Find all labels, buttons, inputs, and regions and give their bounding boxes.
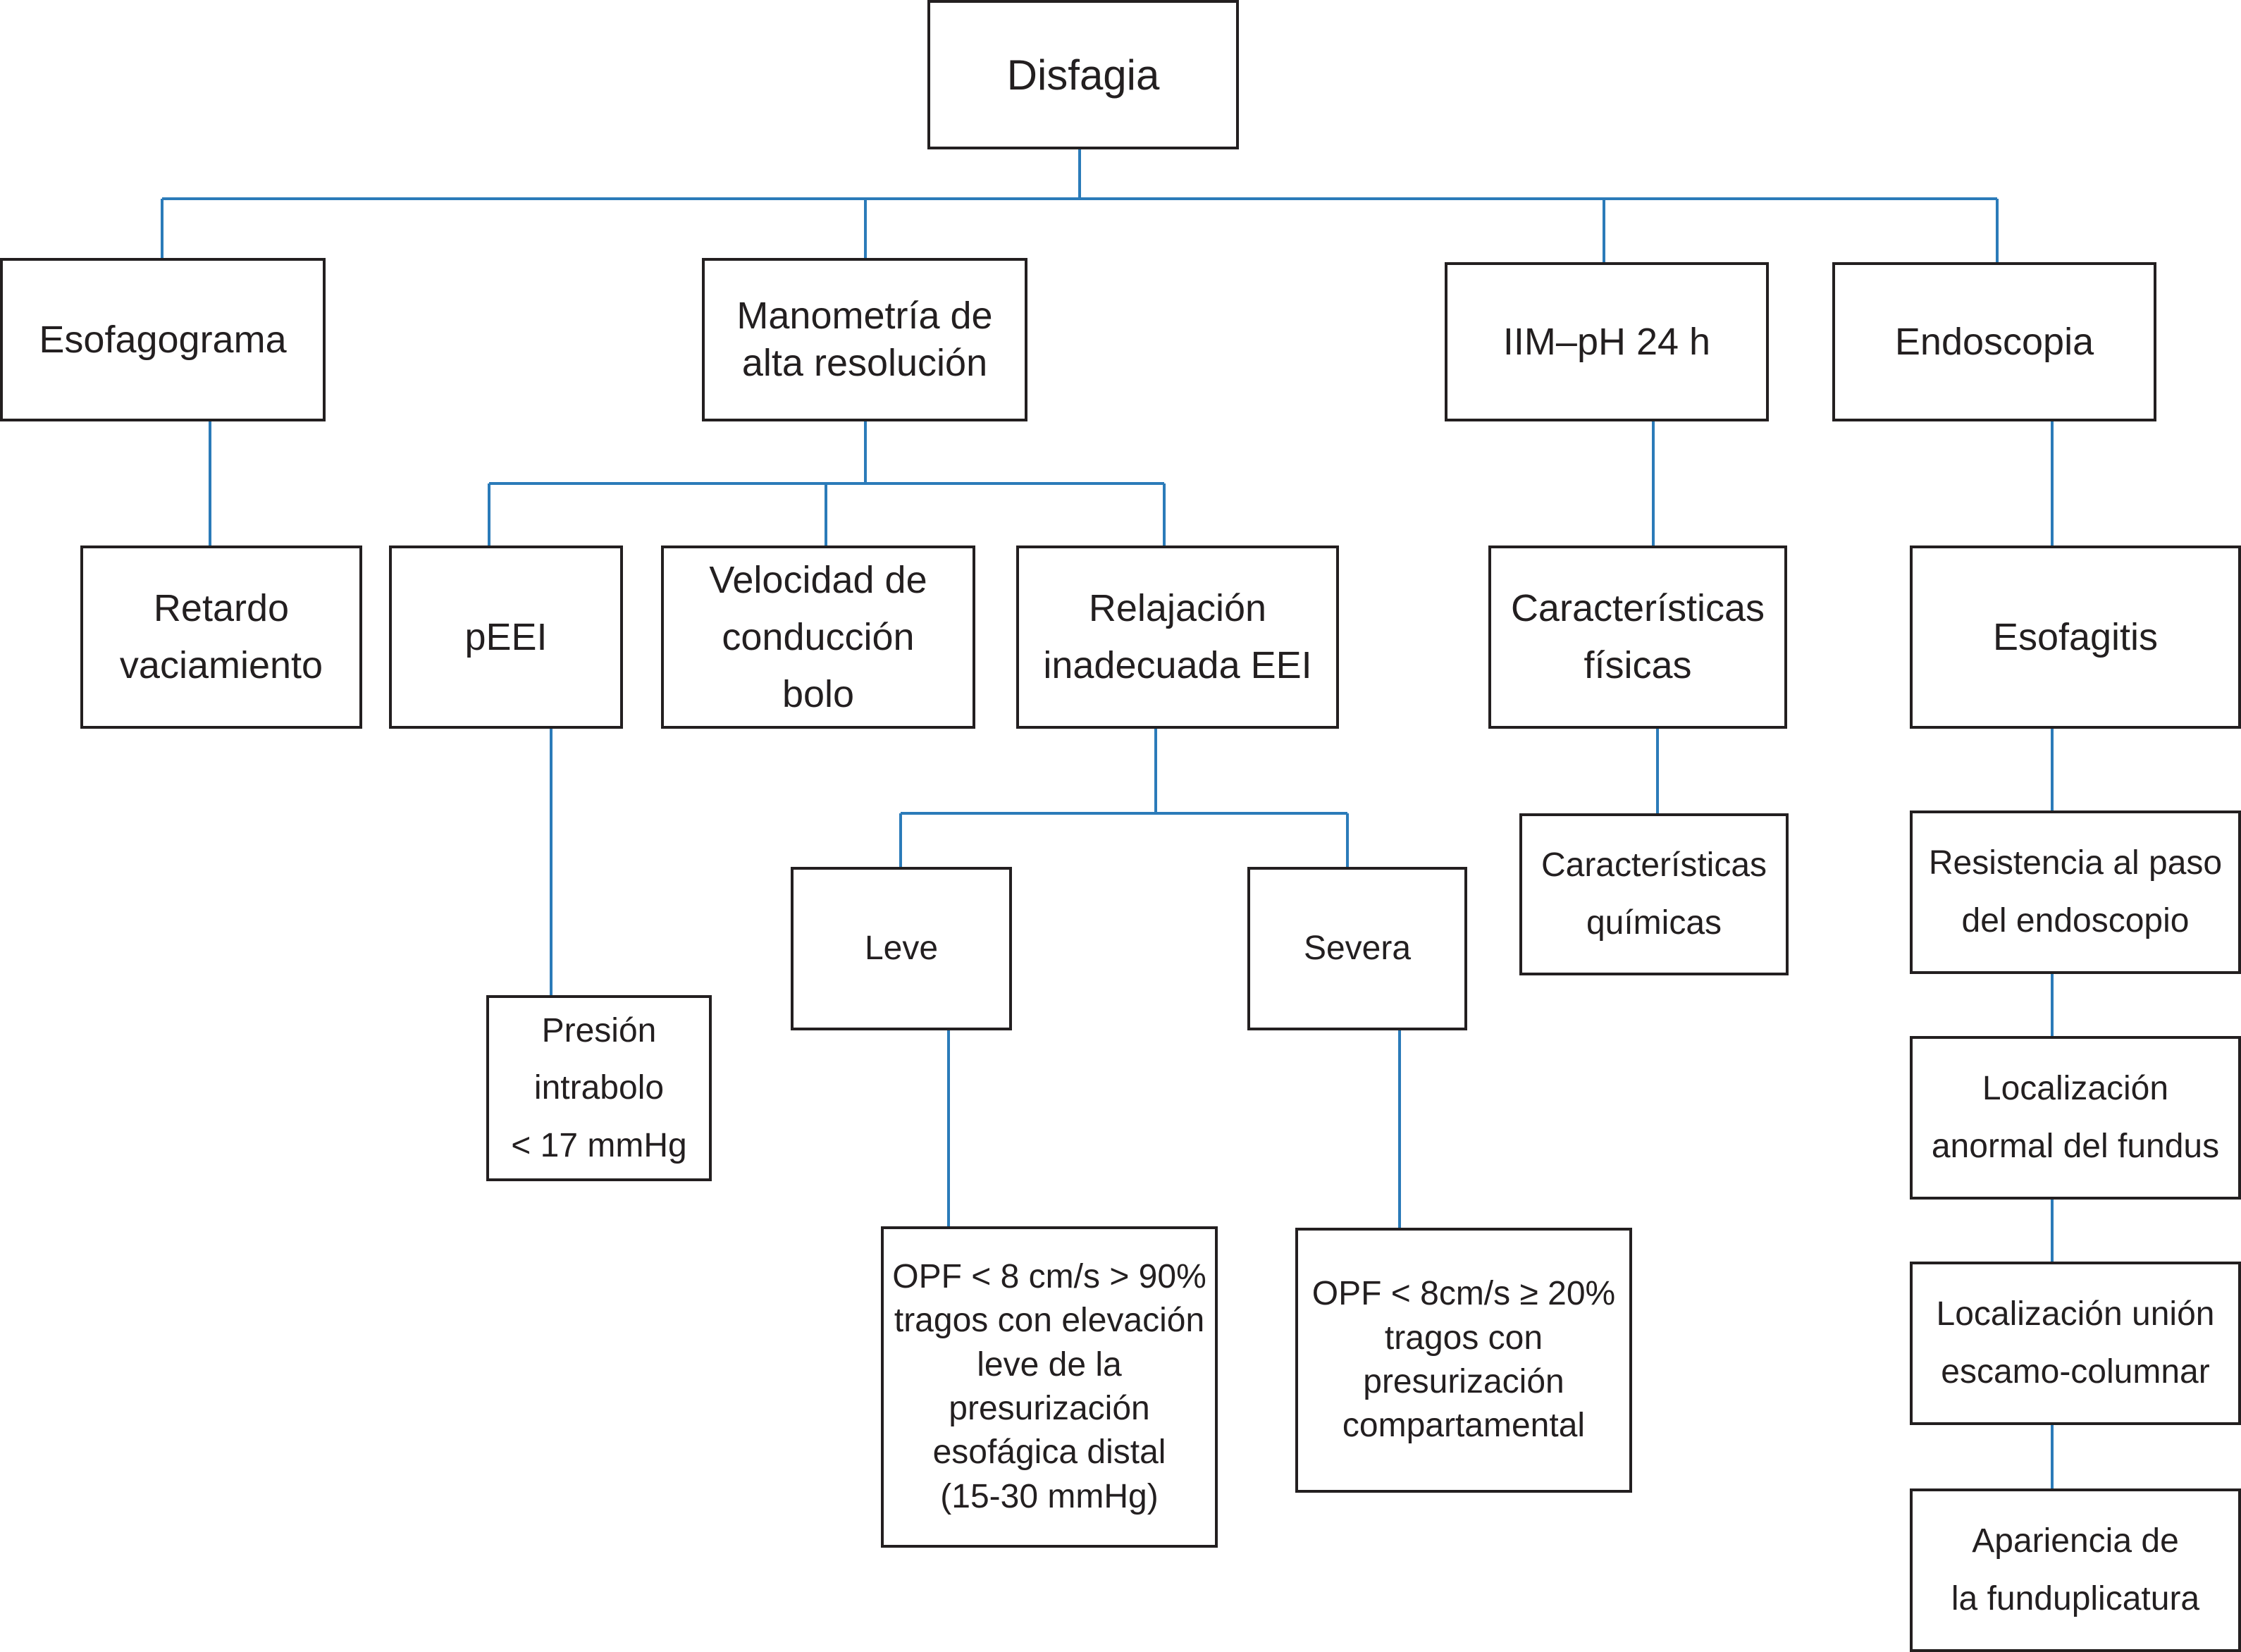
node-relajacion-inadecuada: Relajación inadecuada EEI <box>1016 545 1339 729</box>
node-resistencia-endoscopio: Resistencia al paso del endoscopio <box>1910 810 2241 974</box>
node-caracteristicas-quimicas: Características químicas <box>1519 813 1789 975</box>
node-retardo-vaciamiento: Retardo vaciamiento <box>80 545 362 729</box>
node-endoscopia: Endoscopia <box>1832 262 2156 421</box>
node-manometria: Manometría de alta resolución <box>702 258 1027 421</box>
node-iim-ph: IIM–pH 24 h <box>1445 262 1769 421</box>
node-leve-detalle: OPF < 8 cm/s > 90% tragos con elevación … <box>881 1226 1218 1548</box>
node-apariencia-funduplicatura: Apariencia de la funduplicatura <box>1910 1488 2241 1652</box>
node-esofagitis: Esofagitis <box>1910 545 2241 729</box>
node-velocidad-conduccion: Velocidad de conducción bolo <box>661 545 975 729</box>
node-peei: pEEI <box>389 545 623 729</box>
node-esofagograma: Esofagograma <box>0 258 326 421</box>
node-localizacion-fundus: Localización anormal del fundus <box>1910 1036 2241 1200</box>
node-disfagia: Disfagia <box>927 0 1239 149</box>
node-severa: Severa <box>1247 867 1467 1030</box>
node-caracteristicas-fisicas: Características físicas <box>1488 545 1787 729</box>
node-union-escamo-columnar: Localización unión escamo-columnar <box>1910 1262 2241 1425</box>
node-leve: Leve <box>791 867 1012 1030</box>
node-severa-detalle: OPF < 8cm/s ≥ 20% tragos con presurizaci… <box>1295 1228 1632 1493</box>
node-presion-intrabolo: Presión intrabolo < 17 mmHg <box>486 995 712 1181</box>
